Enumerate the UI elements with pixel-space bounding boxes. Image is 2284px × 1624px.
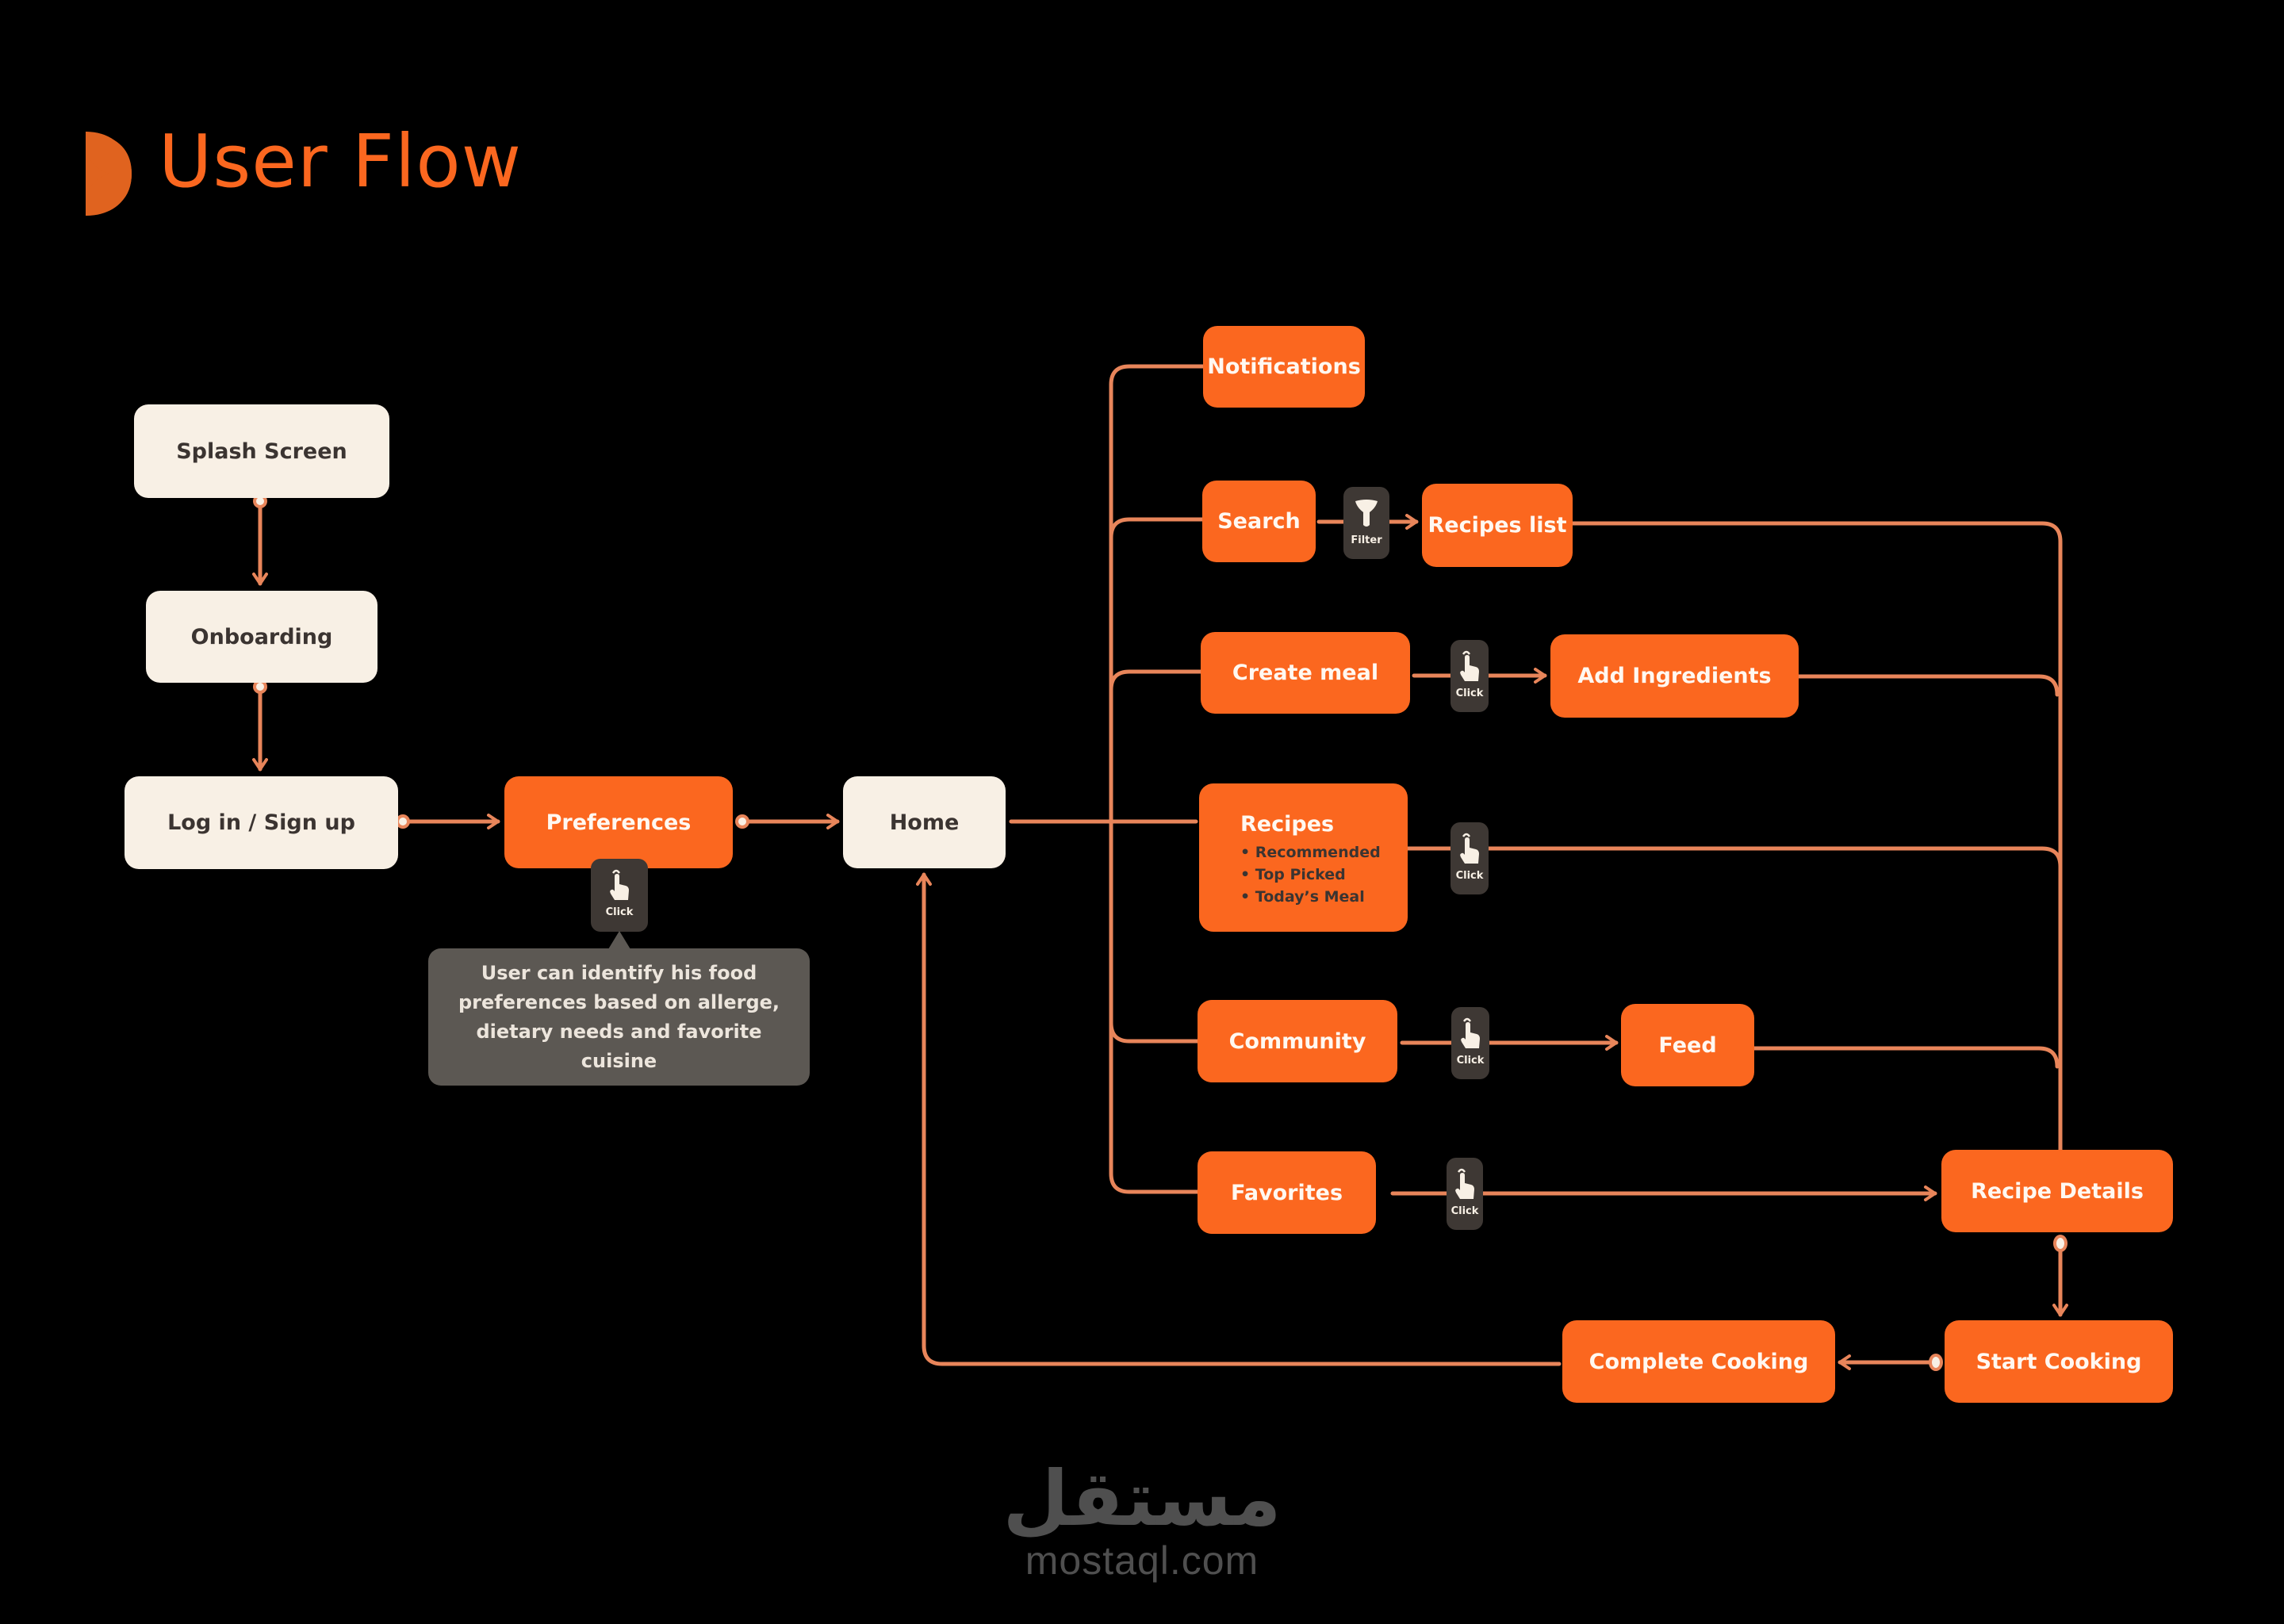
port-details xyxy=(2053,1235,2067,1252)
node-label: Start Cooking xyxy=(1976,1349,2142,1374)
click-chip-preferences: Click xyxy=(591,859,648,932)
recipes-item-todays-meal: • Today’s Meal xyxy=(1240,888,1365,906)
filter-funnel-icon xyxy=(1355,500,1378,527)
node-home[interactable]: Home xyxy=(843,776,1006,868)
node-label: Notifications xyxy=(1207,354,1361,379)
recipes-item-top-picked: • Top Picked xyxy=(1240,866,1346,883)
node-notifications[interactable]: Notifications xyxy=(1203,326,1365,408)
node-recipe-details[interactable]: Recipe Details xyxy=(1941,1150,2173,1232)
port-preferences xyxy=(735,814,749,829)
chip-label: Click xyxy=(605,906,634,918)
watermark: مستقل mostaql.com xyxy=(975,1459,1309,1583)
node-favorites[interactable]: Favorites xyxy=(1198,1151,1376,1234)
wire-bus-community xyxy=(1109,1021,1200,1044)
node-label: Recipes xyxy=(1240,812,1335,837)
node-add-ingredients[interactable]: Add Ingredients xyxy=(1550,634,1799,718)
node-recipes[interactable]: Recipes • Recommended • Top Picked • Tod… xyxy=(1199,783,1408,932)
chip-label: Filter xyxy=(1351,534,1382,546)
wire-recipeslist-bus xyxy=(1570,521,2063,1152)
node-label: Log in / Sign up xyxy=(167,810,355,835)
brand-logo-icon xyxy=(86,132,132,216)
node-onboarding[interactable]: Onboarding xyxy=(146,591,377,683)
node-label: Home xyxy=(889,810,960,835)
filter-chip: Filter xyxy=(1343,487,1389,559)
wire-bus-create xyxy=(1109,669,1203,692)
node-login-signup[interactable]: Log in / Sign up xyxy=(125,776,398,869)
tap-hand-icon xyxy=(1460,650,1479,681)
port-login xyxy=(396,814,410,829)
node-preferences[interactable]: Preferences xyxy=(504,776,733,868)
chip-label: Click xyxy=(1455,870,1484,882)
node-label: Add Ingredients xyxy=(1577,664,1772,688)
node-splash-screen[interactable]: Splash Screen xyxy=(134,404,389,498)
node-label: Complete Cooking xyxy=(1588,1349,1809,1374)
node-label: Recipes list xyxy=(1428,513,1567,538)
port-start xyxy=(1929,1354,1943,1371)
tap-hand-icon xyxy=(1455,1168,1474,1199)
node-community[interactable]: Community xyxy=(1198,1000,1397,1082)
node-label: Feed xyxy=(1658,1032,1717,1058)
node-label: Onboarding xyxy=(190,624,333,649)
tap-hand-icon xyxy=(610,869,629,900)
node-label: Favorites xyxy=(1230,1180,1343,1205)
click-chip-community: Click xyxy=(1451,1007,1489,1079)
wire-feed-bus xyxy=(1752,1046,2060,1069)
wire-bus-notifications xyxy=(1109,364,1205,1194)
node-create-meal[interactable]: Create meal xyxy=(1201,632,1410,714)
watermark-arabic: مستقل xyxy=(1002,1454,1282,1543)
chip-label: Click xyxy=(1456,1055,1485,1067)
node-label: Preferences xyxy=(546,810,692,835)
tooltip-pointer xyxy=(608,931,630,949)
node-recipes-list[interactable]: Recipes list xyxy=(1422,484,1573,567)
wire-complete-home xyxy=(916,872,1562,1366)
node-feed[interactable]: Feed xyxy=(1621,1004,1754,1086)
node-search[interactable]: Search xyxy=(1202,481,1316,562)
node-label: Search xyxy=(1217,509,1301,534)
node-label: Splash Screen xyxy=(176,439,347,464)
node-label: Recipe Details xyxy=(1971,1178,2144,1204)
wire-bus-search xyxy=(1109,517,1205,540)
node-complete-cooking[interactable]: Complete Cooking xyxy=(1562,1320,1835,1403)
click-chip-favorites: Click xyxy=(1447,1158,1483,1230)
port-onboarding xyxy=(253,680,267,694)
recipes-item-recommended: • Recommended xyxy=(1240,844,1381,861)
tap-hand-icon xyxy=(1461,1017,1480,1048)
node-label: Create meal xyxy=(1232,661,1379,685)
chip-label: Click xyxy=(1450,1205,1479,1217)
preferences-tooltip: User can identify his food preferences b… xyxy=(428,948,810,1086)
tap-hand-icon xyxy=(1460,833,1479,864)
click-chip-recipes: Click xyxy=(1450,822,1489,894)
wire-recipes-right xyxy=(1400,846,2063,869)
page-title: User Flow xyxy=(159,119,522,204)
watermark-latin: mostaql.com xyxy=(1025,1538,1259,1583)
node-start-cooking[interactable]: Start Cooking xyxy=(1945,1320,2173,1403)
wire-ingredients-bus xyxy=(1796,674,2060,697)
node-label: Community xyxy=(1228,1028,1366,1054)
chip-label: Click xyxy=(1455,688,1484,699)
click-chip-create-meal: Click xyxy=(1450,640,1489,712)
